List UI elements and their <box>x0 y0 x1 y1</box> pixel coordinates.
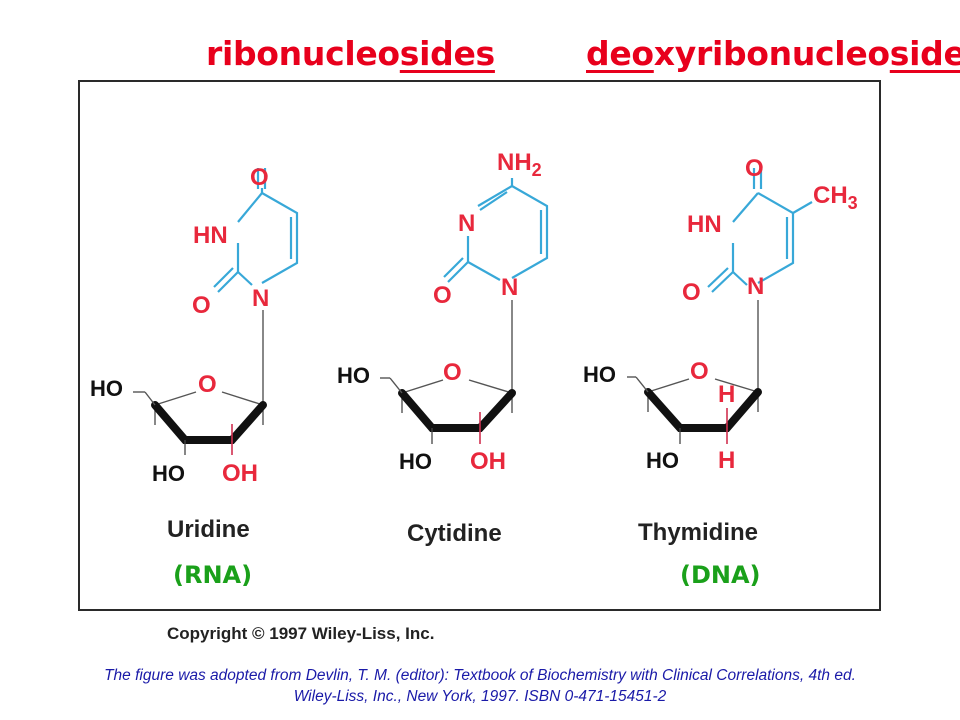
dna-label: (DNA) <box>680 561 761 589</box>
thymidine-atom-hn: HN <box>687 211 722 238</box>
uridine-atom-o4: O <box>250 164 269 191</box>
cytidine-atom-n1: N <box>501 274 518 301</box>
thymidine-ho5: HO <box>583 362 616 387</box>
heading-deoxy-underlined-suffix: side <box>889 34 960 73</box>
figure-panel <box>78 80 881 611</box>
thymidine-atom-n1: N <box>747 273 764 300</box>
heading-deoxyribonucleoside: deoxyribonucleoside <box>586 34 960 73</box>
cytidine-atom-n3: N <box>458 210 475 237</box>
uridine-oh2: OH <box>222 460 258 487</box>
cytidine-structure: NH2 N O N O HO HO OH Cytidine <box>337 149 549 547</box>
rna-label: (RNA) <box>173 561 252 589</box>
uridine-name: Uridine <box>167 516 250 543</box>
heading-deoxy-underlined-prefix: deo <box>586 34 654 73</box>
uridine-ho5: HO <box>90 376 123 401</box>
uridine-atom-n1: N <box>252 285 269 312</box>
copyright-notice: Copyright © 1997 Wiley-Liss, Inc. <box>167 624 435 643</box>
uridine-ring-o: O <box>198 371 217 398</box>
cytidine-ho5: HO <box>337 363 370 388</box>
thymidine-name: Thymidine <box>638 519 758 546</box>
thymidine-ring-o: O <box>690 358 709 385</box>
uridine-atom-o2: O <box>192 292 211 319</box>
thymidine-atom-o4: O <box>745 155 764 182</box>
thymidine-ho3: HO <box>646 448 679 473</box>
thymidine-atom-ch3: CH3 <box>813 182 858 213</box>
thymidine-atom-o2: O <box>682 279 701 306</box>
uridine-structure: O HN O N O HO HO OH Uridine (RNA) <box>90 164 299 589</box>
cytidine-ring-o: O <box>443 359 462 386</box>
cytidine-ho3: HO <box>399 449 432 474</box>
cytidine-atom-o2: O <box>433 282 452 309</box>
uridine-atom-hn: HN <box>193 222 228 249</box>
heading-ribo-prefix: ribonucleo <box>206 34 400 73</box>
thymidine-h2-up: H <box>718 381 735 408</box>
citation-line-2: Wiley-Liss, Inc., New York, 1997. ISBN 0… <box>293 688 667 705</box>
thymidine-h2-down: H <box>718 447 735 474</box>
cytidine-atom-nh2: NH2 <box>497 149 542 180</box>
thymidine-structure: O CH3 HN O N O HO HO H H Thymidine (DNA) <box>583 155 858 589</box>
heading-deoxy-middle: xyribonucleo <box>653 34 890 73</box>
cytidine-name: Cytidine <box>407 520 502 547</box>
heading-ribonucleosides: ribonucleosides <box>206 34 495 73</box>
citation-line-1: The figure was adopted from Devlin, T. M… <box>104 667 856 684</box>
uridine-ho3: HO <box>152 461 185 486</box>
heading-ribo-underlined: sides <box>399 34 495 73</box>
cytidine-oh2: OH <box>470 448 506 475</box>
